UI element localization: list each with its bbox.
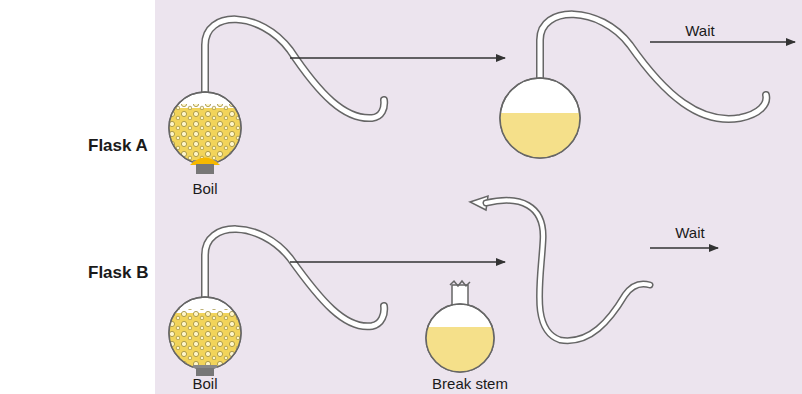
step-arrow (290, 57, 505, 59)
broken-stem-flask (424, 196, 650, 375)
step-label: Wait (675, 224, 704, 241)
step-arrow (290, 261, 505, 263)
step-label: Boil (192, 180, 217, 197)
flask-label: Flask A (88, 136, 148, 156)
step-arrow (650, 41, 795, 43)
step-label: Wait (685, 22, 714, 39)
step-arrow (650, 247, 718, 249)
step-label: Boil (192, 375, 217, 392)
boiling-flask (165, 19, 384, 174)
flask-label: Flask B (88, 263, 148, 283)
boiling-flask (165, 229, 384, 376)
cooled-flask (498, 14, 766, 163)
step-label: Break stem (432, 375, 508, 392)
